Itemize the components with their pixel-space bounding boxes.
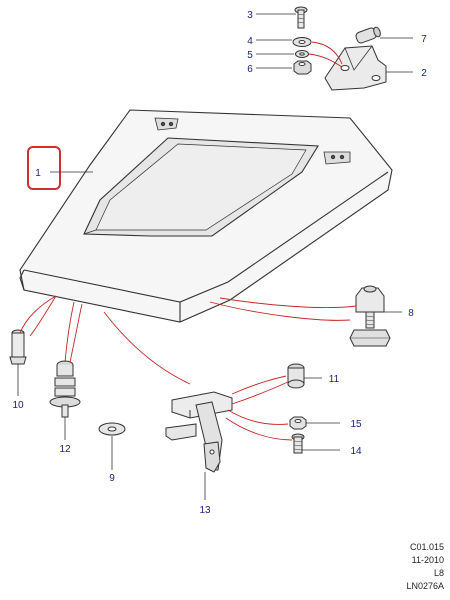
nut-6 bbox=[293, 60, 312, 75]
callout-6: 6 bbox=[247, 64, 253, 75]
callout-13: 13 bbox=[199, 505, 211, 516]
callout-1: 1 bbox=[35, 168, 41, 179]
screw-3 bbox=[294, 6, 308, 29]
callout-10: 10 bbox=[12, 400, 24, 411]
hinge-assembly[interactable] bbox=[292, 6, 387, 91]
washer-9[interactable] bbox=[98, 422, 126, 436]
footer-drawing-id: LN0276A bbox=[406, 581, 444, 591]
callout-9: 9 bbox=[109, 473, 115, 484]
callout-4: 4 bbox=[247, 36, 253, 47]
pin-7 bbox=[355, 26, 381, 44]
bush-11[interactable] bbox=[287, 363, 305, 389]
callout-7: 7 bbox=[421, 34, 427, 45]
hinge-leaders bbox=[256, 13, 413, 73]
red-leader-lines bbox=[19, 295, 357, 441]
callout-2: 2 bbox=[421, 68, 427, 79]
hinge-red-leaders bbox=[308, 41, 343, 68]
callout-12: 12 bbox=[59, 444, 71, 455]
callout-5: 5 bbox=[247, 50, 253, 61]
nut-15[interactable] bbox=[289, 416, 307, 430]
callout-14: 14 bbox=[350, 446, 362, 457]
buffer-12[interactable] bbox=[49, 360, 81, 418]
callout-labels: 1 2 3 4 5 6 7 8 9 10 11 12 13 14 15 bbox=[12, 10, 427, 516]
callout-3: 3 bbox=[247, 10, 253, 21]
callout-11: 11 bbox=[329, 374, 340, 385]
latch-13[interactable] bbox=[165, 391, 233, 473]
bump-stop-8[interactable] bbox=[349, 285, 391, 347]
callout-8: 8 bbox=[408, 308, 414, 319]
callout-15: 15 bbox=[350, 419, 362, 430]
footer-ref: C01.015 bbox=[409, 542, 444, 552]
bolt-14[interactable] bbox=[291, 433, 305, 454]
footer-code: L8 bbox=[433, 568, 444, 578]
spacer-10[interactable] bbox=[9, 329, 27, 365]
selected-callout-frame bbox=[27, 146, 61, 190]
footer-date: 11-2010 bbox=[411, 555, 444, 565]
hood-panel[interactable] bbox=[19, 109, 393, 323]
